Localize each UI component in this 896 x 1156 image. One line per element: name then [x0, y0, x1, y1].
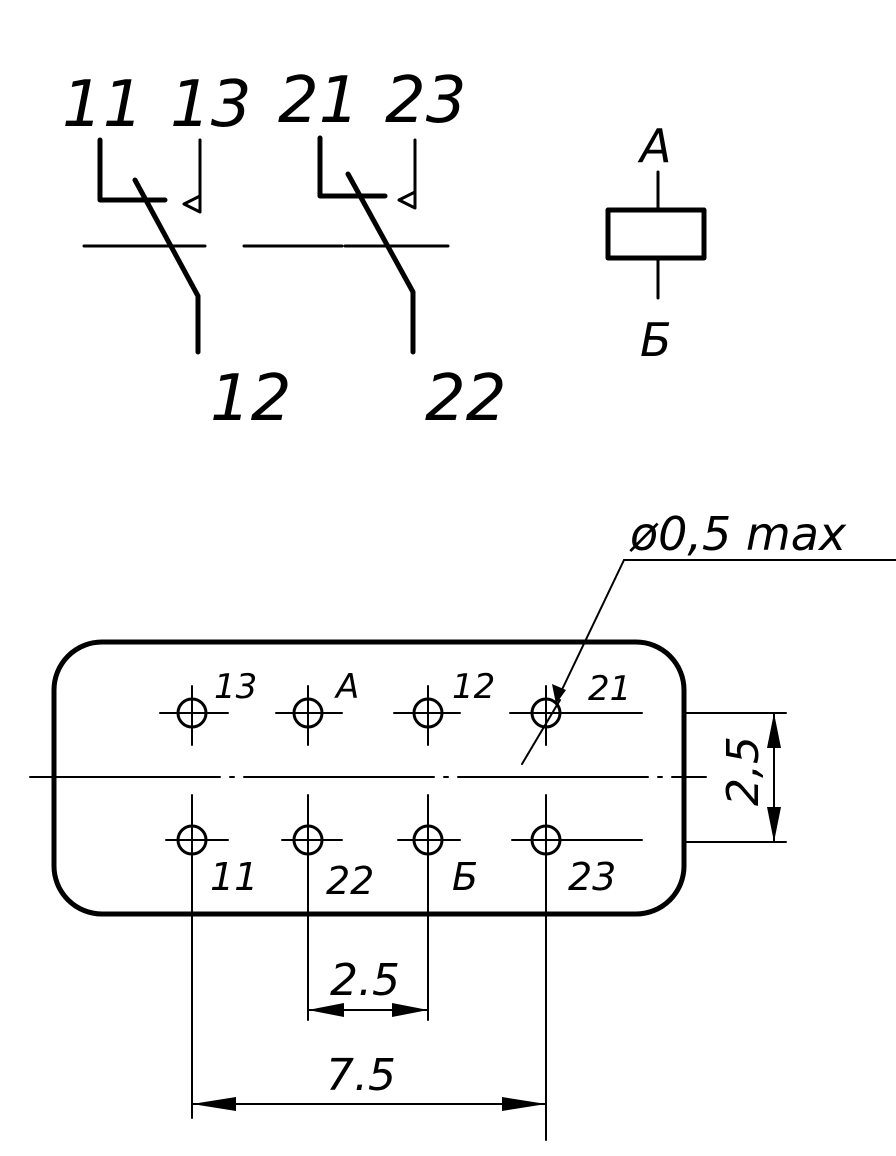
make-terminal-13	[182, 138, 202, 214]
hole-note: ø0,5 max	[629, 507, 847, 561]
row-pitch-dimension: 2,5	[685, 712, 787, 843]
label-13: 13	[170, 68, 251, 142]
pin-label: 21	[588, 669, 631, 709]
pin-label: A	[334, 667, 359, 707]
pin-label: 11	[210, 855, 258, 899]
overall-span-dimension: 7.5	[191, 1050, 547, 1111]
moving-contact-2	[345, 171, 416, 355]
pin-hole	[292, 824, 324, 856]
leader-tail	[521, 699, 561, 765]
dimension-arrow	[192, 1097, 236, 1111]
leader-arrow	[552, 684, 566, 704]
coil-symbol	[605, 207, 707, 261]
pin-hole	[412, 824, 444, 856]
pin-hole	[176, 697, 208, 729]
pin-hole	[292, 697, 324, 729]
dimension-arrow	[767, 807, 781, 842]
pin-label: 12	[452, 667, 495, 707]
pin-label: Б	[452, 855, 478, 899]
label-23: 23	[385, 64, 466, 138]
common-terminal-11	[97, 137, 168, 203]
leader-line	[557, 559, 625, 699]
label-11: 11	[62, 68, 143, 142]
pin-hole	[530, 697, 562, 729]
contact-group-1: 11 13 12	[62, 68, 291, 436]
pin-hole	[176, 824, 208, 856]
row-pitch-value: 2,5	[718, 736, 769, 806]
overall-span-value: 7.5	[326, 1050, 396, 1101]
contact-group-2: 21 23 22	[278, 64, 506, 436]
footprint-view: 13 A 12 21 11 22	[29, 507, 896, 1141]
pin-label: 23	[568, 855, 616, 899]
relay-coil: A Б	[605, 119, 707, 367]
pin-pitch-dimension: 2.5	[307, 955, 429, 1017]
make-terminal-23	[397, 138, 417, 210]
bottom-pin-row: 11 22 Б 23	[165, 794, 643, 1141]
pin-label: 22	[326, 859, 374, 903]
common-terminal-21	[317, 135, 388, 199]
coil-label-a: A	[637, 119, 671, 173]
hole-diameter-callout: ø0,5 max	[521, 507, 896, 765]
dimension-arrow	[308, 1003, 344, 1017]
pin-hole	[412, 697, 444, 729]
dimension-arrow	[392, 1003, 428, 1017]
label-22: 22	[425, 362, 506, 436]
label-12: 12	[210, 362, 291, 436]
dimension-arrow	[502, 1097, 546, 1111]
moving-contact-1	[132, 177, 201, 355]
dimension-arrow	[767, 713, 781, 748]
pin-label: 13	[214, 667, 257, 707]
pin-pitch-value: 2.5	[330, 955, 400, 1006]
top-pin-row: 13 A 12 21	[159, 667, 643, 746]
label-21: 21	[278, 64, 359, 138]
coil-label-b: Б	[640, 313, 672, 367]
pin-hole	[530, 824, 562, 856]
